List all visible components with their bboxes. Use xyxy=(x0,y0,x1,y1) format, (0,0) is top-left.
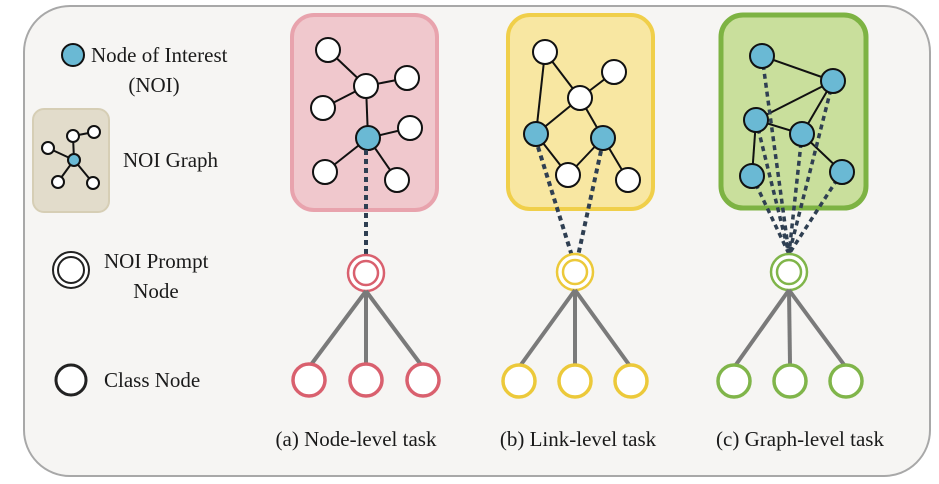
caption-c: (c) Graph-level task xyxy=(716,427,884,451)
outer-frame xyxy=(23,5,931,477)
legend-class-node: Class Node xyxy=(54,363,200,397)
class-node-b1 xyxy=(501,363,537,399)
class-edges-a xyxy=(308,289,424,368)
noi-graph-b xyxy=(523,39,641,193)
class-node-a1 xyxy=(291,362,327,398)
noi-nodes-c xyxy=(739,43,855,189)
prompt-links-b xyxy=(536,146,603,257)
noi-label-line2: (NOI) xyxy=(128,73,179,97)
class-node-c2 xyxy=(772,363,808,399)
prompt-node-icon-inner xyxy=(57,256,85,284)
noi-graph-a xyxy=(310,37,423,193)
class-node-label: Class Node xyxy=(104,368,200,392)
noi-graph-icon xyxy=(41,125,101,190)
caption-b: (b) Link-level task xyxy=(500,427,657,451)
class-node-b3 xyxy=(613,363,649,399)
prompt-label-line2: Node xyxy=(133,279,179,303)
noi-node-a xyxy=(355,125,381,151)
noi-node-b2 xyxy=(590,125,616,151)
legend: Node of Interest (NOI) NOI Graph xyxy=(32,43,228,397)
prompt-links-c xyxy=(750,55,844,255)
legend-prompt-node: NOI Prompt Node xyxy=(52,249,209,303)
noi-graph-label: NOI Graph xyxy=(123,148,219,172)
panel-node-level: (a) Node-level task xyxy=(276,13,441,451)
caption-a: (a) Node-level task xyxy=(276,427,437,451)
noi-node-b1 xyxy=(523,121,549,147)
legend-noi: Node of Interest (NOI) xyxy=(61,43,228,97)
prompt-node-b-inner xyxy=(561,258,589,286)
prompt-label-line1: NOI Prompt xyxy=(104,249,209,273)
noi-label-line1: Node of Interest xyxy=(91,43,228,67)
class-edges-b xyxy=(518,288,632,368)
class-node-a2 xyxy=(348,362,384,398)
class-node-a3 xyxy=(405,362,441,398)
legend-noi-graph: NOI Graph xyxy=(32,108,219,213)
class-node-icon xyxy=(54,363,88,397)
class-node-b2 xyxy=(557,363,593,399)
class-node-c3 xyxy=(828,363,864,399)
noi-node-icon xyxy=(61,43,85,67)
prompt-node-a-inner xyxy=(352,259,380,287)
class-edges-c xyxy=(733,288,847,368)
panel-graph-level: (c) Graph-level task xyxy=(716,12,884,451)
class-node-c1 xyxy=(716,363,752,399)
panel-link-level: (b) Link-level task xyxy=(500,13,657,451)
prompt-node-c-inner xyxy=(775,258,803,286)
